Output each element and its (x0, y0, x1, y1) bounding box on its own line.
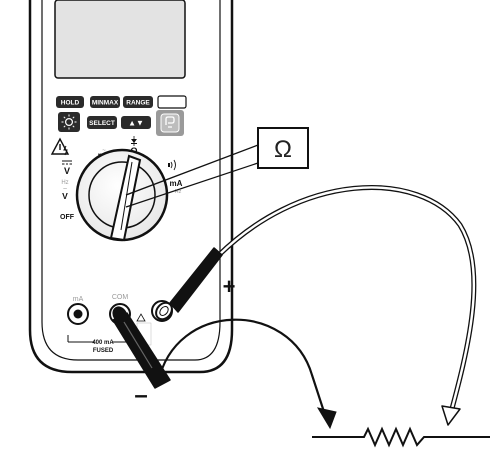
minus-label: – (134, 382, 147, 409)
com-jack-label: COM (112, 294, 129, 301)
resistor-symbol (312, 426, 490, 448)
range-button[interactable]: RANGE (123, 96, 153, 108)
arrow-button-label: ▲▼ (128, 119, 144, 128)
rotary-dial[interactable] (75, 148, 169, 242)
button-row-2: SELECT ▲▼ (58, 110, 184, 136)
negative-lead (156, 318, 337, 430)
arrow-button[interactable]: ▲▼ (121, 116, 151, 129)
positive-probe (155, 247, 223, 321)
hold-button[interactable]: HOLD (56, 96, 84, 108)
range-button-label: RANGE (126, 100, 150, 107)
blank-button[interactable] (157, 95, 187, 109)
v-dc-label: V (64, 166, 70, 176)
ma-jack-label: mA (73, 296, 84, 303)
display-screen (54, 0, 186, 79)
ma-dial-label: mA (170, 179, 183, 188)
bluetooth-icon (165, 116, 175, 128)
backlight-button[interactable] (58, 112, 80, 132)
off-label: OFF (60, 214, 75, 221)
select-button-label: SELECT (89, 120, 115, 127)
hz-right-label: Hz (175, 189, 182, 195)
jack-warning-icon (136, 313, 146, 322)
positive-lead (209, 185, 477, 426)
fuse-rating-label: 400 mA (92, 340, 114, 346)
negative-probe (112, 306, 171, 389)
continuity-icon (168, 159, 176, 171)
diode-icon (131, 136, 137, 146)
ma-jack[interactable] (67, 303, 89, 325)
backlight-icon (61, 114, 77, 130)
ohm-callout: Ω (125, 127, 309, 208)
v-dc-symbol (62, 160, 72, 165)
v-ac-label: V (62, 191, 68, 201)
dial-pointer (109, 154, 142, 242)
hz-left-label: Hz (61, 180, 68, 186)
v-ac-wave: ~ (63, 186, 67, 193)
hold-button-label: HOLD (61, 100, 80, 107)
mv-ac-symbol: ~ (102, 148, 106, 154)
plus-label: + (223, 274, 236, 299)
negative-arrowhead (316, 407, 337, 430)
minmax-button[interactable]: MINMAX (90, 96, 120, 108)
minmax-button-label: MINMAX (92, 100, 119, 107)
fused-label: FUSED (93, 348, 114, 354)
select-button[interactable]: SELECT (87, 116, 117, 129)
positive-arrowhead (441, 405, 461, 426)
bluetooth-button[interactable] (156, 110, 184, 136)
button-row-1: HOLD MINMAX RANGE (56, 95, 187, 109)
ohm-callout-symbol: Ω (274, 136, 292, 163)
warning-icon (50, 137, 70, 156)
